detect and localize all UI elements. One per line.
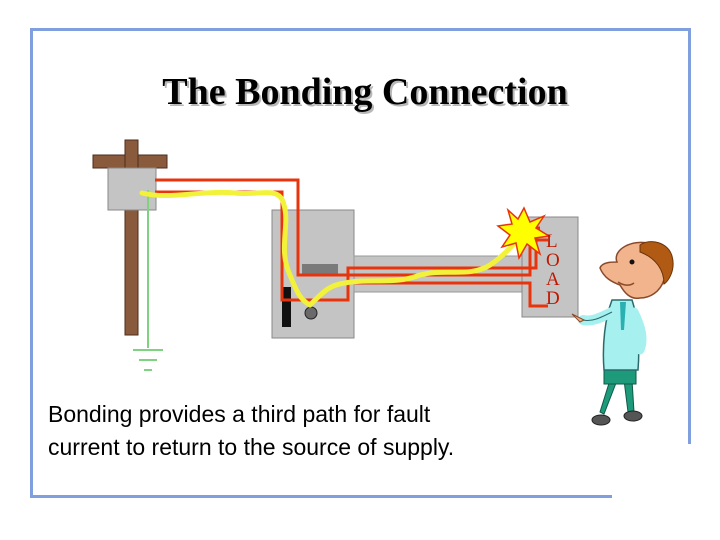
- slide-title: The Bonding Connection: [162, 71, 568, 113]
- neutral-bar: [282, 287, 291, 327]
- fault-current-path: [139, 189, 523, 308]
- bonding-screw: [304, 306, 318, 320]
- spark-icon: [496, 206, 552, 261]
- breaker: [302, 264, 338, 275]
- caption-text: Bonding provides a third path for fault …: [48, 398, 608, 464]
- ground-symbol: [133, 190, 163, 371]
- load-letter-a: A: [546, 269, 560, 290]
- caption-line-2: current to return to the source of suppl…: [48, 434, 455, 460]
- load-letter-o: O: [546, 250, 560, 271]
- slide-frame-right: [688, 28, 691, 444]
- presenter-cartoon: [571, 241, 674, 426]
- load-letter-d: D: [546, 288, 560, 309]
- caption-line-1: Bonding provides a third path for fault: [48, 401, 431, 427]
- load-letter-l: L: [546, 231, 558, 252]
- slide-frame-bottom: [30, 495, 612, 498]
- slide-frame-top: [30, 28, 691, 31]
- slide-frame-left: [30, 28, 33, 498]
